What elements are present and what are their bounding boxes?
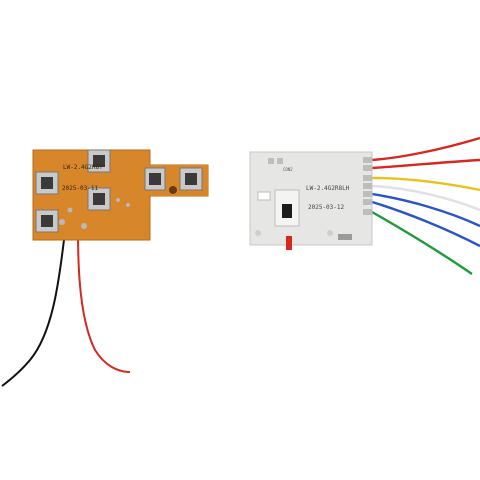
wire-red-1: [371, 136, 480, 162]
transmitter-mount-hole: [169, 186, 177, 194]
wire-white: [371, 184, 480, 212]
receiver-pad-label: CON2: [283, 167, 293, 172]
wire-pad: [363, 175, 372, 181]
connector-pad: [257, 191, 271, 201]
transmitter-red-wire: [77, 231, 131, 373]
red-wire-stub: [286, 236, 292, 250]
solder-pad: [126, 203, 130, 207]
solder-pad: [277, 158, 283, 164]
tact-button: [87, 187, 111, 211]
tact-button: [87, 149, 111, 173]
wire-pad: [363, 183, 372, 189]
receiver-output-wires: [371, 136, 480, 275]
receiver-connector: [338, 234, 352, 240]
mount-hole: [327, 230, 333, 236]
tact-button: [144, 167, 166, 191]
tact-button: [35, 171, 59, 195]
wire-pad: [363, 199, 372, 205]
receiver-date-label: 2025-03-12: [308, 204, 345, 211]
receiver-board: CON2 LW-2.4G2R8LH 2025-03-12: [249, 136, 480, 275]
tact-button: [35, 209, 59, 233]
wire-blue-1: [371, 192, 480, 228]
transmitter-board: LW-2.4G2R8T 2025-03-11: [1, 149, 209, 387]
tact-button: [179, 167, 203, 191]
solder-pad: [67, 207, 73, 213]
transmitter-date-label: 2025-03-11: [62, 185, 99, 192]
wire-pad: [363, 209, 372, 215]
solder-pad: [81, 223, 87, 229]
wire-blue-2: [371, 200, 480, 248]
wire-green: [371, 210, 473, 275]
mount-hole: [255, 230, 261, 236]
switch-slot: [282, 204, 292, 218]
wire-pad: [363, 165, 372, 171]
wire-red-2: [371, 158, 480, 170]
solder-pad: [268, 158, 274, 164]
solder-pad: [59, 219, 65, 225]
transmitter-black-wire: [1, 231, 66, 387]
receiver-model-label: LW-2.4G2R8LH: [306, 185, 350, 192]
solder-pad: [116, 198, 120, 202]
wire-pad: [363, 191, 372, 197]
wire-yellow: [371, 176, 480, 192]
wire-pad: [363, 157, 372, 163]
transmitter-model-label: LW-2.4G2R8T: [63, 164, 103, 171]
